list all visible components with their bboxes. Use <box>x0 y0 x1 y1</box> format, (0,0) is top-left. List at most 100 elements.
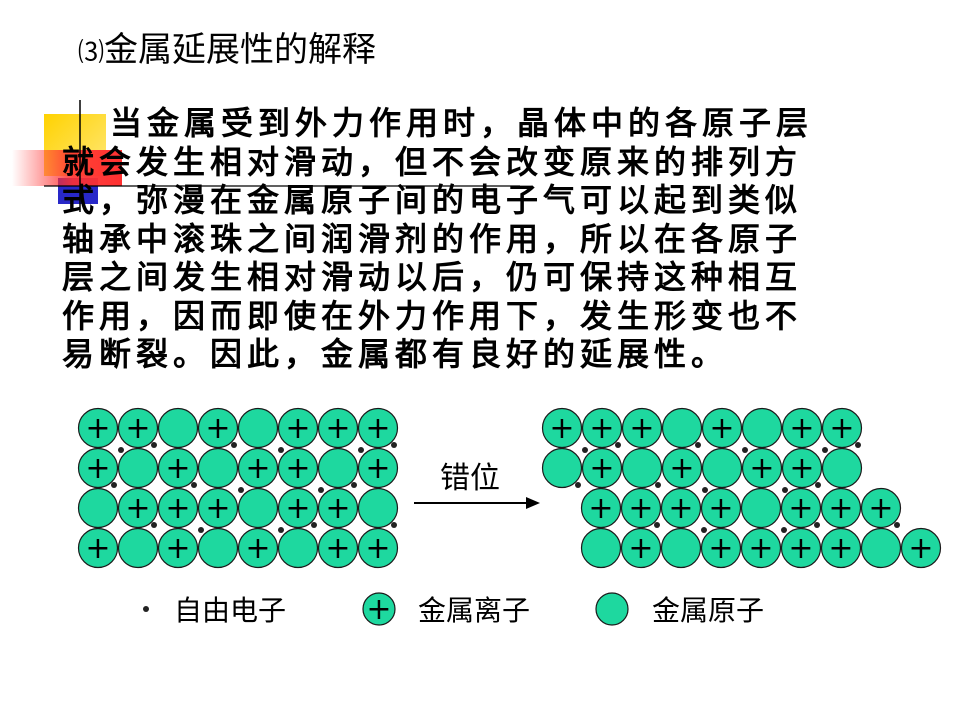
ion-plus-sign: + <box>165 491 190 526</box>
metal-ion <box>581 447 623 489</box>
metal-ion <box>900 527 942 569</box>
metal-ion <box>117 487 159 529</box>
explanation-paragraph: 当金属受到外力作用时，晶体中的各原子层 就会发生相对滑动，但不会改变原来的排列方… <box>62 104 922 374</box>
ion-plus-sign: + <box>245 531 270 566</box>
ion-plus-sign: + <box>589 451 614 486</box>
ion-plus-sign: + <box>125 411 150 446</box>
free-electron <box>278 447 284 453</box>
free-electron <box>278 527 284 533</box>
metal-atom <box>157 407 199 449</box>
legend: 自由电子 + 金属离子 金属原子 <box>143 592 764 627</box>
ion-plus-sign: + <box>285 491 310 526</box>
ion-plus-sign: + <box>789 451 814 486</box>
free-electron <box>742 447 748 453</box>
free-electron <box>575 482 581 488</box>
metal-atom <box>821 447 863 489</box>
metal-atom <box>117 447 159 489</box>
ion-plus-sign: + <box>628 531 653 566</box>
ion-plus-sign: + <box>245 451 270 486</box>
metal-ion <box>700 527 742 569</box>
metal-atom <box>317 447 359 489</box>
ion-plus-sign: + <box>205 411 230 446</box>
legend-electron-icon <box>143 606 149 612</box>
metal-atom <box>860 527 902 569</box>
metal-ion <box>357 407 399 449</box>
ion-plus-sign: + <box>789 411 814 446</box>
metal-ion <box>620 527 662 569</box>
title-number: ⑶ <box>78 38 105 68</box>
ion-plus-sign: + <box>868 491 893 526</box>
metal-ion <box>860 487 902 529</box>
metal-ion <box>277 407 319 449</box>
free-electron <box>655 482 661 488</box>
ion-plus-sign: + <box>708 531 733 566</box>
metal-ion <box>357 527 399 569</box>
metal-ion <box>77 447 119 489</box>
metal-atom <box>277 527 319 569</box>
ion-plus-sign: + <box>325 411 350 446</box>
slip-arrow <box>414 497 540 509</box>
ion-plus-sign: + <box>325 531 350 566</box>
arrow-label: 错位 <box>440 461 500 496</box>
legend-atom-icon <box>595 592 629 626</box>
metal-ion <box>661 447 703 489</box>
ion-plus-sign: + <box>788 491 813 526</box>
metal-atom <box>741 407 783 449</box>
metal-ion <box>237 447 279 489</box>
metal-ion <box>740 527 782 569</box>
free-electron <box>238 487 244 493</box>
metal-ion <box>317 487 359 529</box>
metal-ion <box>197 407 239 449</box>
free-electron <box>815 482 821 488</box>
metal-atom <box>541 447 583 489</box>
metal-ion <box>541 407 583 449</box>
metal-ion <box>117 407 159 449</box>
metal-atom <box>740 487 782 529</box>
title-text: 金属延展性的解释 <box>104 30 377 70</box>
free-electron <box>702 487 708 493</box>
free-electron <box>118 447 124 453</box>
metal-atom <box>580 527 622 569</box>
free-electron <box>701 527 707 533</box>
metal-ion <box>620 487 662 529</box>
metal-ion <box>660 487 702 529</box>
ion-plus-sign: + <box>549 411 574 446</box>
ion-plus-sign: + <box>828 531 853 566</box>
page-title: ⑶金属延展性的解释 <box>78 22 376 71</box>
metal-ion <box>781 447 823 489</box>
free-electron <box>391 442 397 448</box>
ion-plus-sign: + <box>205 491 230 526</box>
metal-ion <box>197 487 239 529</box>
metal-atom <box>621 447 663 489</box>
metal-ion <box>700 487 742 529</box>
ion-plus-sign: + <box>749 451 774 486</box>
free-electron <box>782 487 788 493</box>
metal-ion <box>277 447 319 489</box>
metal-atom <box>117 527 159 569</box>
free-electron <box>198 527 204 533</box>
ion-plus-sign: + <box>828 491 853 526</box>
free-electron <box>111 482 117 488</box>
paragraph-line: 层之间发生相对滑动以后，仍可保持这种相互 <box>62 258 803 296</box>
ion-plus-sign: + <box>85 411 110 446</box>
paragraph-line: 式，弥漫在金属原子间的电子气可以起到类似 <box>62 181 803 219</box>
paragraph-line: 就会发生相对滑动，但不会改变原来的排列方 <box>62 142 803 181</box>
metal-ion <box>780 527 822 569</box>
metal-ion <box>621 407 663 449</box>
metal-atom <box>357 487 399 529</box>
free-electron <box>231 442 237 448</box>
legend-ion-label: 金属离子 <box>418 594 530 627</box>
ion-plus-sign: + <box>708 491 733 526</box>
legend-atom-label: 金属原子 <box>652 594 764 627</box>
free-electron <box>654 522 660 528</box>
metal-ion <box>77 527 119 569</box>
metal-ion <box>317 527 359 569</box>
ion-plus-sign: + <box>668 491 693 526</box>
metal-ion <box>157 527 199 569</box>
metal-ion <box>581 407 623 449</box>
metal-atom <box>701 447 743 489</box>
paragraph-line: 当金属受到外力作用时，晶体中的各原子层 <box>110 104 814 142</box>
ion-plus-sign: + <box>629 411 654 446</box>
metal-ion <box>277 487 319 529</box>
metal-ion <box>357 447 399 489</box>
